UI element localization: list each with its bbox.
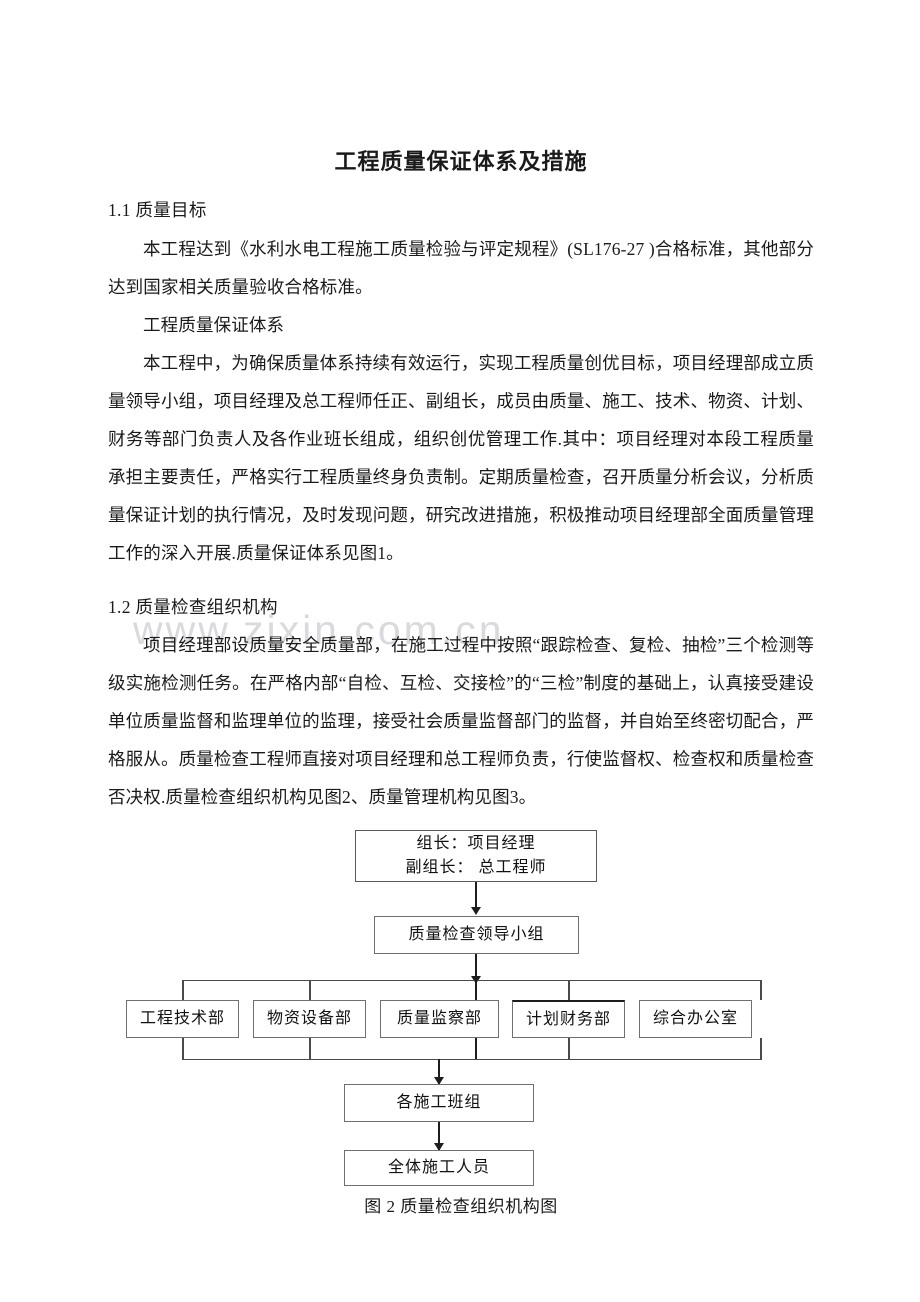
org-node-dept-4-label: 综合办公室 [652,1010,738,1028]
paragraph-system-subtitle: 工程质量保证体系 [143,314,285,335]
section-heading-1-2: 1.2 质量检查组织机构 [108,596,278,617]
connector-dept-4-to-collector [760,1037,762,1060]
document-content: 工程质量保证体系及措施 1.1 质量目标 本工程达到《水利水电工程施工质量检验与… [108,0,814,1216]
figure-caption: 图 2 质量检查组织机构图 [364,1196,558,1216]
org-node-staff-label: 全体施工人员 [387,1159,490,1177]
section-heading-1-1: 1.1 质量目标 [108,200,207,221]
org-node-dept-2-label: 质量监察部 [396,1010,482,1028]
connector-bar-to-dept-0 [182,979,184,1000]
org-node-root-line1: 组长：项目经理 [416,835,536,853]
paragraph-quality-system: 本工程中，为确保质量体系持续有效运行，实现工程质量创优目标，项目经理部成立质量领… [108,352,814,563]
connector-bar-to-dept-4 [760,979,762,1000]
connector-collector-to-crew [438,1058,441,1084]
org-node-crew-label: 各施工班组 [396,1094,482,1112]
distribution-bar-top [182,979,760,982]
connector-crew-to-staff [438,1121,441,1150]
connector-dept-3-to-collector [568,1037,570,1060]
connector-leader-to-bar [475,953,478,981]
org-node-root: 组长：项目经理 副组长： 总工程师 [355,829,597,882]
org-chart: 组长：项目经理 副组长： 总工程师 质量检查领导小组 工程技术部 [108,829,814,1216]
connector-dept-1-to-collector [309,1037,311,1060]
paragraph-inspection-org: 项目经理部设质量安全质量部，在施工过程中按照“跟踪检查、复检、抽检”三个检测等级… [108,634,814,807]
connector-bar-to-dept-2 [475,979,478,1000]
org-node-dept-0-label: 工程技术部 [139,1010,225,1028]
connector-root-to-leader [475,881,478,908]
page-title: 工程质量保证体系及措施 [334,149,588,174]
org-node-dept-1-label: 物资设备部 [266,1010,352,1028]
connector-dept-2-to-collector [475,1037,478,1060]
connector-bar-to-dept-1 [309,979,311,1000]
org-node-dept-1: 物资设备部 [253,999,366,1038]
org-node-dept-4: 综合办公室 [639,999,752,1038]
org-node-dept-0: 工程技术部 [126,999,239,1038]
collector-bar-bottom [182,1058,760,1061]
org-node-dept-3-label: 计划财务部 [525,1010,611,1028]
org-node-leader-group-label: 质量检查领导小组 [408,926,545,944]
paragraph-quality-goal: 本工程达到《水利水电工程施工质量检验与评定规程》(SL176-27 )合格标准，… [108,238,814,297]
org-node-leader-group: 质量检查领导小组 [374,915,579,954]
arrow-root-to-leader [471,906,481,915]
org-node-staff: 全体施工人员 [344,1149,534,1186]
arrow-crew-to-staff [434,1142,444,1151]
org-node-root-line2: 副组长： 总工程师 [405,858,547,876]
connector-dept-0-to-collector [182,1037,184,1060]
arrow-collector-to-crew [434,1076,444,1085]
org-node-crew: 各施工班组 [344,1083,534,1122]
org-node-dept-2: 质量监察部 [380,999,499,1038]
org-node-dept-3: 计划财务部 [512,999,625,1038]
connector-bar-to-dept-3 [568,979,570,1000]
